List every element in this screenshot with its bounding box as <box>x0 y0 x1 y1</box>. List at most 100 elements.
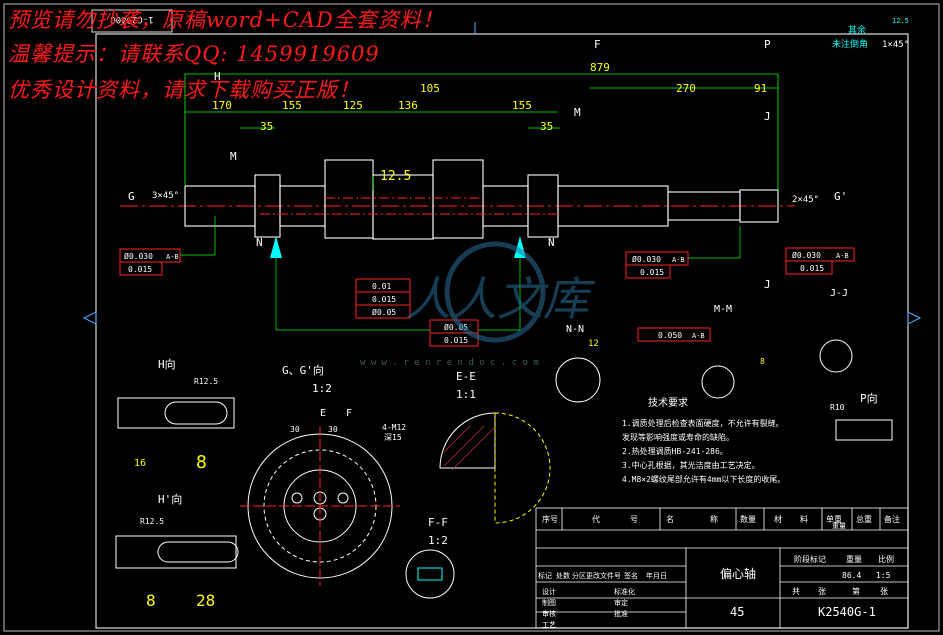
mark-m-1: M <box>230 150 237 163</box>
dim-h-16: 16 <box>134 458 146 469</box>
inner-frame <box>95 33 909 629</box>
title-block-stage: 阶段标记 重量 比例 <box>794 554 894 564</box>
role-label-b: 标准化 <box>614 587 635 596</box>
dim-35a: 35 <box>260 120 273 133</box>
mark-h: H <box>214 70 221 83</box>
tech-req-title: 技术要求 <box>648 396 688 409</box>
tol-far-2: 0.015 <box>800 264 824 273</box>
chamfer-right: 2×45° <box>792 195 819 205</box>
revision-col-label: 分区 <box>572 571 586 580</box>
watermark-line-1: 预览请勿抄袭，原稿word+CAD全套资料！ <box>8 8 444 32</box>
sheet-label: 张 <box>818 587 826 596</box>
mark-p: P <box>764 38 771 51</box>
title-block-header: 名 <box>666 514 674 524</box>
sheet-label: 第 <box>852 586 860 596</box>
tolerance-frame-left <box>119 248 181 276</box>
title-block-header: 料 <box>800 514 808 524</box>
title-block-header: 号 <box>630 515 638 524</box>
title-drawing-no: K2540G-1 <box>818 605 876 619</box>
title-block-headers: 序号代号名称数量材料单重总重备注重量 <box>542 514 900 530</box>
tech-req-item: 2.热处理调质HB-241-286。 <box>622 446 728 456</box>
dim-136: 136 <box>398 99 418 112</box>
dim-r12-5-a: R12.5 <box>194 377 218 386</box>
tol-right-1-ref: A-B <box>672 256 685 264</box>
mark-m-2: M <box>574 106 581 119</box>
role-label-b: 审定 <box>614 598 628 607</box>
role-label-b: 批准 <box>614 609 628 618</box>
title-block-header: 序号 <box>542 514 558 524</box>
view-ff-scale: 1:2 <box>428 534 448 547</box>
view-jj-label: J-J <box>830 288 848 299</box>
view-gg-label: G、G'向 <box>282 363 324 377</box>
mark-n-2: N <box>548 236 555 249</box>
tol-left-2: 0.015 <box>128 265 152 274</box>
mark-g2: G' <box>834 190 847 203</box>
watermark-line-3: 优秀设计资料，请求下载购买正版！ <box>8 78 360 102</box>
mark-j-2: J <box>764 278 771 291</box>
tech-req-item: 3.中心孔根据，其光洁度由工艺决定。 <box>622 460 760 470</box>
tol-mid-3: Ø0.05 <box>372 307 396 317</box>
title-block-sheets: 共张第张 <box>792 586 888 596</box>
dim-mm-8: 8 <box>760 357 765 366</box>
title-block-header: 称 <box>710 514 718 524</box>
tol-far-1: Ø0.030 <box>792 250 821 260</box>
dim-35b: 35 <box>540 120 553 133</box>
title-block-header: 单重 <box>826 514 842 524</box>
dim-h2-28: 28 <box>196 591 215 610</box>
frame-mark-left <box>82 311 97 325</box>
dim-overall: 879 <box>590 61 610 74</box>
watermark-line-2: 温馨提示：请联系QQ: 1459919609 <box>8 42 380 66</box>
drawing-no-box <box>91 9 173 33</box>
chamfer-left: 3×45° <box>152 191 179 201</box>
dim-91: 91 <box>754 82 767 95</box>
frame-mark-right <box>907 311 922 325</box>
dim-155a: 155 <box>282 99 302 112</box>
dim-12-5: 12.5 <box>380 169 411 184</box>
view-mm-label: M-M <box>714 304 732 315</box>
revision-col-label: 处数 <box>556 571 570 580</box>
tol-left-1-ref: A-B <box>166 253 179 261</box>
dim-270: 270 <box>676 82 696 95</box>
title-block-rows: 标记处数分区更改文件号签名年月日 <box>538 571 667 580</box>
weight: 86.4 <box>842 571 861 580</box>
title-block-header: 备注 <box>884 514 900 524</box>
dim-155b: 155 <box>512 99 532 112</box>
stage-label: 重量 <box>846 554 862 564</box>
dim-125: 125 <box>343 99 363 112</box>
roughness-label-a: 其余 <box>848 24 866 36</box>
sheet-label: 共 <box>792 587 800 596</box>
role-label: 设计 <box>542 587 556 596</box>
mark-f-2: F <box>346 408 352 419</box>
site-watermark-brand: 人人文库 <box>405 272 596 326</box>
dim-105: 105 <box>420 82 440 95</box>
site-watermark: 人人文库 w w w . r e n r e n d o c . c o m <box>360 241 596 368</box>
title-block <box>535 507 909 629</box>
tol-mid-2: 0.015 <box>372 295 396 304</box>
tech-req-list: 1.调质处理后检查表面硬度，不允许有裂缝。 发现等影响强度或寿命的缺陷。2.热处… <box>622 418 785 484</box>
view-ff-label: F-F <box>428 516 448 529</box>
view-ee-label: E-E <box>456 370 476 383</box>
role-label: 制图 <box>542 598 556 607</box>
tol-m-sym: 0.050 <box>658 331 682 340</box>
stage-label: 比例 <box>878 554 894 564</box>
revision-col-label: 签名 <box>624 571 638 580</box>
tol-mid-1: 0.01 <box>372 282 391 291</box>
mark-n-1: N <box>256 236 263 249</box>
dim-gg-depth: 深15 <box>384 433 402 442</box>
shaft-outline <box>184 159 779 240</box>
tol-center-2: 0.015 <box>444 336 468 345</box>
dim-gg-holes: 4-M12 <box>382 423 406 432</box>
stage-label: 阶段标记 <box>794 554 826 564</box>
dim-h2-8: 8 <box>146 591 156 610</box>
outer-frame <box>3 3 940 632</box>
roughness-value-b: 1×45° <box>882 40 909 50</box>
material: 45 <box>730 605 744 619</box>
role-label: 审核 <box>542 609 556 618</box>
view-gg-scale: 1:2 <box>312 382 332 395</box>
revision-col-label: 标记 <box>538 571 552 580</box>
dim-h-8: 8 <box>196 452 207 473</box>
sheet-label: 张 <box>880 587 888 596</box>
view-p-label: P向 <box>860 391 878 405</box>
part-name: 偏心轴 <box>720 566 756 581</box>
